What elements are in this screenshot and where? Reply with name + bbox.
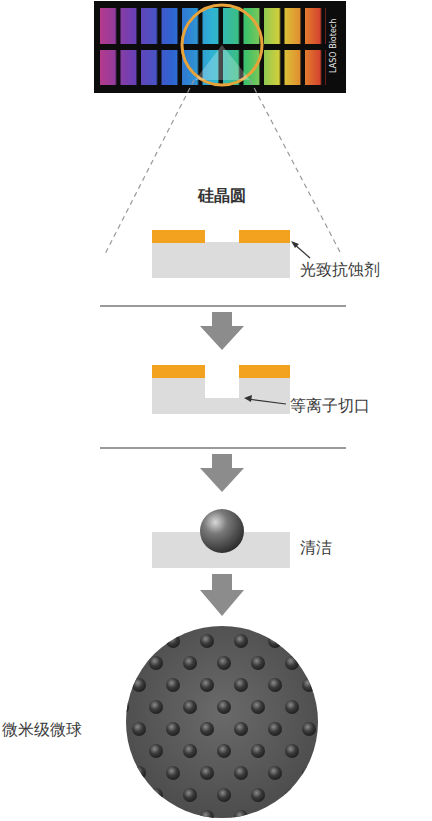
separator [100, 305, 346, 307]
down-arrow [200, 454, 244, 492]
wafer [152, 242, 290, 278]
separator [100, 447, 346, 449]
microsphere-dots [120, 620, 330, 821]
chip-cells [100, 8, 326, 86]
zoom-circle [182, 5, 262, 85]
chip-brand: LASO Biotech [329, 19, 339, 73]
photoresist [239, 365, 290, 378]
microsphere [200, 509, 244, 553]
step-label: 清洁 [300, 538, 332, 557]
wafer-title: 硅晶圆 [198, 186, 246, 205]
leader-line [248, 399, 286, 404]
zoom-line [104, 80, 194, 256]
zoom-line [250, 80, 340, 252]
wafer [152, 376, 290, 414]
leader-arrow [291, 241, 299, 248]
result-label: 微米级微球 [2, 720, 82, 739]
zoom-beam [195, 45, 250, 80]
photoresist [152, 365, 205, 378]
leader-arrow [244, 395, 252, 402]
down-arrow [200, 574, 244, 616]
photoresist [239, 230, 290, 243]
chip-body [94, 1, 346, 93]
photoresist [152, 230, 205, 243]
step-label: 等离子切口 [290, 396, 370, 415]
step-label: 光致抗蚀剂 [300, 260, 380, 279]
down-arrow [200, 312, 244, 350]
